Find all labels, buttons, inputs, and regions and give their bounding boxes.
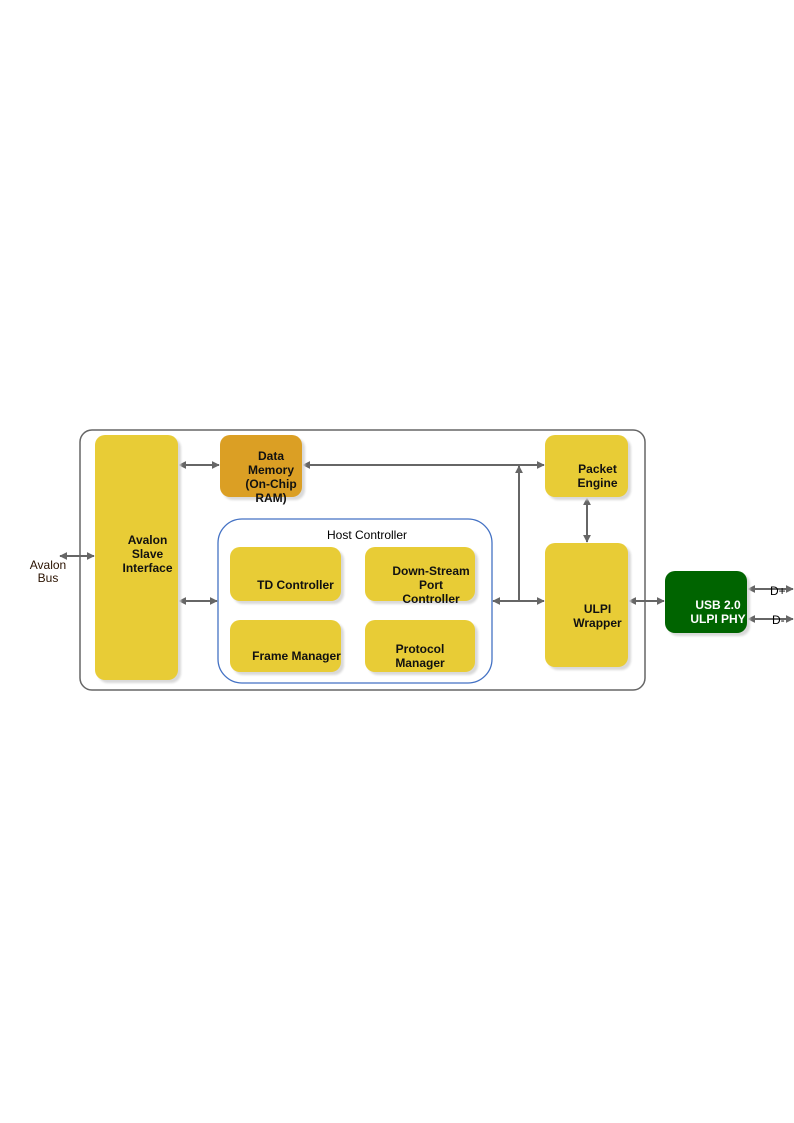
- packet-engine-block: Packet Engine: [545, 435, 628, 497]
- frame-manager-block: Frame Manager: [230, 620, 341, 672]
- d-minus-label: D-: [772, 613, 785, 627]
- avalon-slave-interface-block: Avalon Slave Interface: [95, 435, 178, 680]
- d-plus-label: D+: [770, 584, 786, 598]
- down-stream-port-controller-block: Down-Stream Port Controller: [365, 547, 475, 606]
- outer-system-boundary: [79, 429, 646, 691]
- avalon-bus-label: Avalon Bus: [29, 558, 67, 585]
- host-controller-label: Host Controller: [326, 528, 408, 542]
- data-memory-block: Data Memory (On-Chip RAM): [220, 435, 302, 505]
- host-controller-boundary: [217, 518, 493, 684]
- ulpi-wrapper-block: ULPI Wrapper: [545, 543, 628, 667]
- td-controller-block: TD Controller: [230, 547, 341, 601]
- protocol-manager-block: Protocol Manager: [365, 620, 475, 672]
- usb-phy-block: USB 2.0 ULPI PHY: [665, 571, 747, 633]
